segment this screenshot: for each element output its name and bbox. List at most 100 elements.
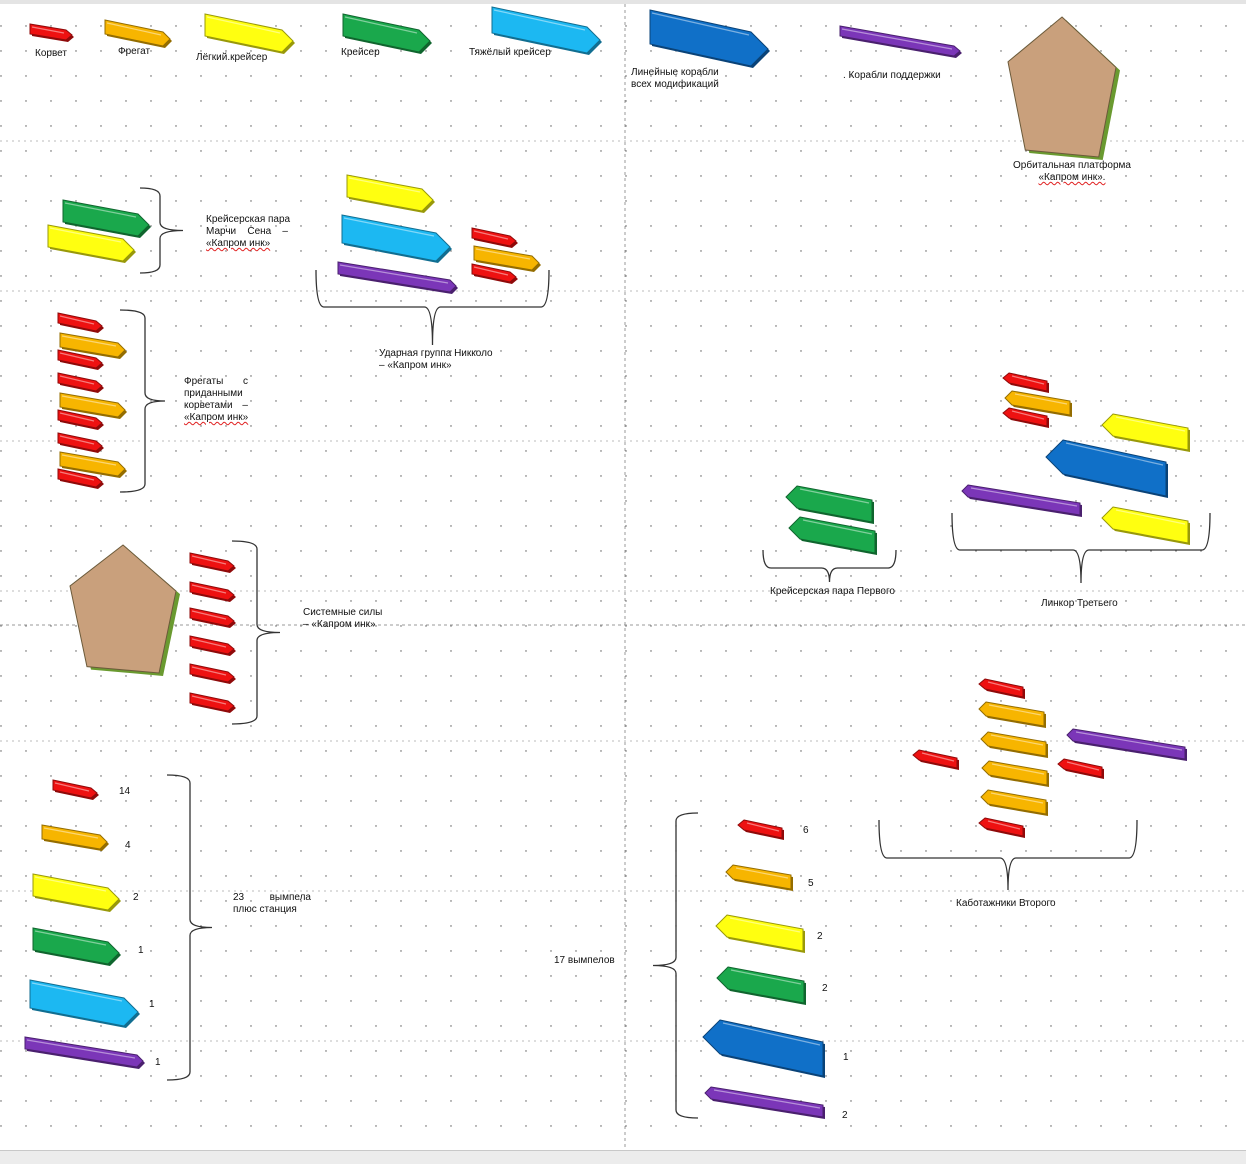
legend-cruiser-label: Крейсер [341,47,380,58]
frigate-ship [59,392,127,419]
legend-heavy-cruiser-label: Тяжёлый крейсер [469,47,551,58]
support-ship [704,1086,825,1119]
corvette-ship [57,372,104,393]
frigate-ship [980,731,1048,758]
count-corvettes-left: 14 [119,786,131,797]
frigate-ship [41,824,109,851]
count-frigates-right: 5 [808,878,814,889]
corvette-ship [29,23,74,42]
cruiser-ship [342,13,432,54]
legend-support-label: . Корабли поддержки [843,70,941,81]
legend-battleship-line2: всех модификаций [631,79,719,90]
frigate-ship [980,789,1048,816]
cabotage-second-brace [878,819,1138,891]
orbital-platform [69,544,180,676]
label-line: Ударная группа Никколо [379,348,493,359]
light-cruiser-ship [47,224,136,263]
count-cruisers-left: 1 [138,945,144,956]
support-ship [839,25,962,58]
frigate-ship [1004,390,1072,417]
corvette-ship [1002,407,1049,428]
label-line: «Капром инк» [206,238,271,249]
corvette-ship [978,817,1025,838]
corvette-ship [52,779,99,800]
corvette-ship [737,819,784,840]
support-ship [1066,728,1187,761]
frigate-ship [978,701,1046,728]
count-cruisers-right: 2 [822,983,828,994]
corvette-ship [57,468,104,489]
count-heavy-cruisers-left: 1 [149,999,155,1010]
label-line: корветами – [184,400,248,411]
label-line: – «Капром инк» [379,360,452,371]
cruiser-ship [788,516,877,555]
corvette-ship [57,409,104,430]
cruiser-ship [62,199,151,238]
legend-frigate-label: Фрегат [118,46,151,57]
label-line: Крейсерская пара [206,214,291,225]
battleship-ship [1045,439,1168,498]
legend-platform-line2: «Капром инк». [1038,172,1106,183]
label-line: плюс станция [233,904,297,915]
count-support-left: 1 [155,1057,161,1068]
corvette-ship [57,349,104,370]
cruiser-pair-first-label: Крейсерская пара Первого [770,586,895,597]
heavy-cruiser-ship [29,979,140,1028]
top-border [0,0,1246,4]
corvette-ship [189,663,236,684]
totals-left-brace [166,774,213,1081]
legend-battleship-label: Линейные корабли всех модификаций [631,67,719,91]
corvette-ship [1002,372,1049,393]
label-line: 23 вымпела [233,892,311,903]
battleship-ship [649,9,770,68]
count-light-cruisers-left: 2 [133,892,139,903]
strike-group-label: Ударная группа Никколо – «Капром инк» [379,348,493,372]
legend-light-cruiser-label: Лёгкий.крейсер [196,52,268,63]
corvette-ship [189,581,236,602]
support-ship [337,261,458,294]
corvette-ship [57,432,104,453]
corvette-ship [471,263,518,284]
cruiser-ship [32,927,121,966]
frigates-label: Фрегаты с приданными корветами – «Капром… [184,376,248,424]
legend-battleship-line1: Линейные корабли [631,67,719,78]
support-ship [24,1036,145,1069]
label-line: – «Капром инк» [303,619,376,630]
heavy-cruiser-ship [341,214,452,263]
count-light-cruisers-right: 2 [817,931,823,942]
bottom-scrollbar[interactable] [0,1150,1246,1164]
orbital-platform [1007,16,1120,160]
frigate-ship [59,332,127,359]
count-frigates-left: 4 [125,840,131,851]
frigate-ship [473,245,541,272]
battleship-ship [702,1019,825,1078]
label-line: приданными [184,388,243,399]
frigate-ship [725,864,793,891]
light-cruiser-ship [346,174,435,213]
grid-lines [0,4,1246,1150]
light-cruiser-ship [204,13,295,54]
label-line: Фрегаты с [184,376,248,387]
heavy-cruiser-ship [491,6,602,55]
corvette-ship [189,607,236,628]
count-corvettes-right: 6 [803,825,809,836]
corvette-ship [189,635,236,656]
count-support-right: 2 [842,1110,848,1121]
light-cruiser-ship [1101,506,1190,545]
corvette-ship [978,678,1025,699]
totals-right-label: 17 вымпелов [554,955,615,966]
legend-platform-line1: Орбитальная платформа [1013,160,1131,171]
cruiser-pair-first-brace [762,549,897,583]
totals-left-label: 23 вымпела плюс станция [233,892,311,916]
cabotage-second-label: Каботажники Второго [956,898,1056,909]
cruiser-ship [716,966,806,1005]
corvette-ship [189,552,236,573]
cruiser-pair-marchi-label: Крейсерская пара Марчи Сена – «Капром ин… [206,214,291,250]
totals-right-brace [652,812,699,1119]
corvette-ship [912,749,959,770]
label-line: Системные силы [303,607,383,618]
legend-platform-label: Орбитальная платформа «Капром инк». [1013,160,1131,184]
light-cruiser-ship [32,873,121,912]
linkor-third-brace [951,512,1211,584]
